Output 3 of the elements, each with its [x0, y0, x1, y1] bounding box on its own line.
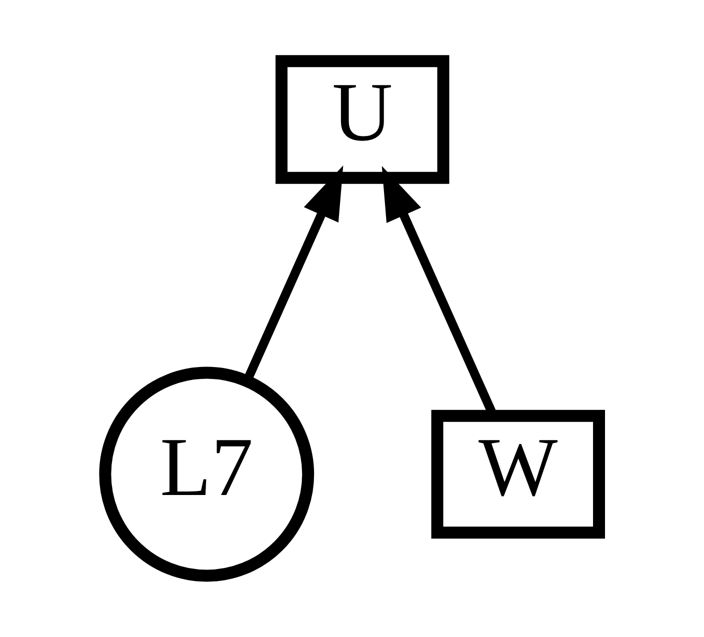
- node-box: W: [431, 410, 605, 539]
- node-box: U: [276, 55, 450, 184]
- node-circle: L7: [99, 366, 314, 582]
